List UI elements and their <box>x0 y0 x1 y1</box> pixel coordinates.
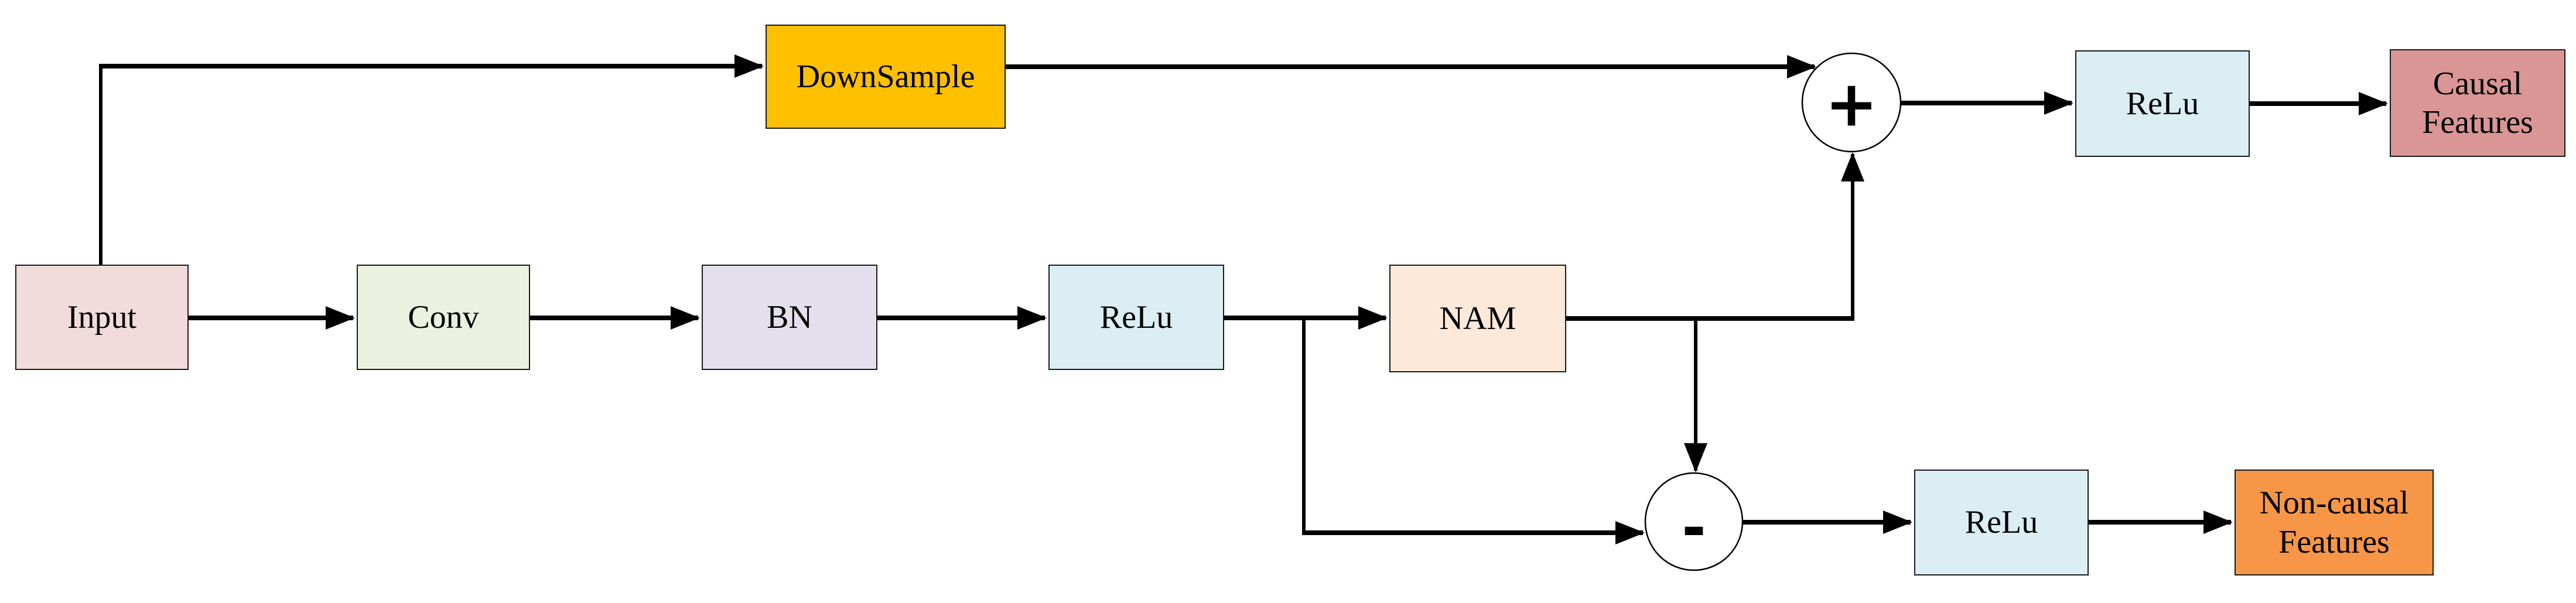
node-relu-noncausal: ReLu <box>1914 470 2089 575</box>
node-input: Input <box>15 265 189 370</box>
node-downsample: DownSample <box>766 25 1006 129</box>
node-causal-features: Causal Features <box>2390 49 2565 157</box>
node-nam-label: NAM <box>1439 300 1516 337</box>
node-relu-causal-label: ReLu <box>2126 85 2199 122</box>
plus-operator: + <box>1825 68 1878 141</box>
node-relu-main: ReLu <box>1048 265 1224 370</box>
minus-operator: - <box>1682 494 1706 562</box>
node-nam: NAM <box>1389 265 1566 372</box>
node-conv: Conv <box>357 265 530 370</box>
node-conv-label: Conv <box>408 299 479 335</box>
node-input-label: Input <box>67 299 137 335</box>
node-relu-noncausal-label: ReLu <box>1965 504 2038 541</box>
node-bn: BN <box>702 265 877 370</box>
node-downsample-label: DownSample <box>796 58 975 95</box>
node-relu-main-label: ReLu <box>1099 299 1173 335</box>
node-noncausal-features: Non-causal Features <box>2235 470 2434 575</box>
node-noncausal-features-label: Non-causal Features <box>2259 485 2409 560</box>
node-causal-features-label: Causal Features <box>2422 65 2533 141</box>
node-relu-causal: ReLu <box>2075 50 2250 157</box>
node-bn-label: BN <box>767 299 812 335</box>
